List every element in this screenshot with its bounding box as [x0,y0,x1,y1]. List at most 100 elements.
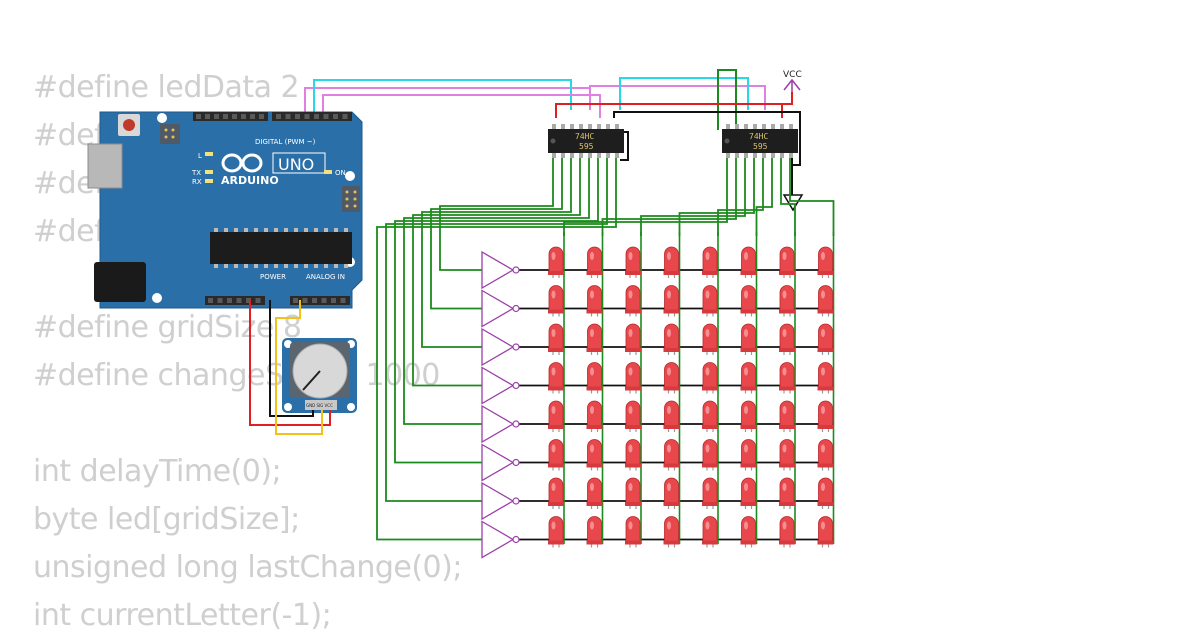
digital-header-left [193,112,268,121]
atmega-chip [210,232,352,264]
wire-daisy [717,69,737,130]
led [779,400,795,432]
wire-data-2 [619,77,749,110]
inverter-gate [481,327,520,367]
led [663,323,680,355]
inverter-gate [481,404,520,444]
led [625,285,641,317]
led [663,246,680,278]
led [625,516,641,548]
led [817,477,834,509]
led [625,323,641,355]
tx-label: TX [191,169,201,177]
led [702,323,718,355]
vcc-symbol: VCC [783,70,802,92]
led [586,285,603,317]
digital-header-label: DIGITAL (PWM ~) [255,138,316,146]
signal-wires [304,69,801,195]
led [779,323,795,355]
led [702,400,718,432]
led [817,246,834,278]
on-label: ON [335,169,346,177]
led [779,477,795,509]
led [740,477,757,509]
analog-label: ANALOG IN [306,273,345,281]
led [586,323,603,355]
svg-text:595: 595 [753,142,768,151]
power-header [205,296,265,305]
code-line: unsigned long lastChange(0); [33,550,462,585]
led [548,516,564,548]
led [817,323,834,355]
wire-gnd-bus [613,111,801,166]
svg-text:VCC: VCC [783,70,802,80]
inverter-gate [481,289,520,328]
inverter-gate [481,366,520,405]
arduino-brand: ARDUINO [221,174,279,187]
led [702,362,718,394]
inverter-gate [481,520,520,559]
led [663,477,680,509]
svg-text:GND SIG VCC: GND SIG VCC [306,403,333,408]
code-line: #define ledData 2 [33,70,300,105]
led [740,362,757,394]
mount-hole [157,113,167,123]
led [586,477,603,509]
led [625,362,641,394]
led [702,285,718,317]
led [586,516,603,548]
led [625,246,641,278]
inverter-gate [481,443,520,482]
code-snippet: #define ledData 2#define#define#define#d… [33,64,462,640]
led [548,362,564,394]
svg-text:595: 595 [579,142,594,151]
led [740,323,757,355]
led [702,439,718,471]
led [586,362,603,394]
led-matrix [548,246,834,548]
led [779,516,795,548]
uno-label: UNO [278,155,314,174]
led [586,439,603,471]
inverter-gate [481,250,520,290]
code-line: byte led[gridSize]; [33,502,300,537]
wire-latch-2 [589,85,766,110]
led [625,400,641,432]
led [663,400,680,432]
l-label: L [198,152,202,160]
led [548,246,564,278]
svg-text:74HC: 74HC [575,132,594,141]
led [548,400,564,432]
led [625,477,641,509]
code-line: int currentLetter(-1); [33,598,332,633]
led [586,400,603,432]
arduino-uno-board: ARDUINO UNO DIGITAL (PWM ~) POWER ANALOG… [87,111,363,309]
potentiometer-wires [249,300,331,435]
led [817,400,834,432]
analog-header [290,296,350,305]
led [702,246,718,278]
led [548,285,564,317]
potentiometer-module: GND SIG VCC [282,338,357,413]
led [663,362,680,394]
led [548,323,564,355]
led [779,246,795,278]
led [702,477,718,509]
inverter-gate [481,481,520,521]
led [663,439,680,471]
wire-vcc [782,92,793,105]
digital-header-right [272,112,352,121]
gnd-symbol [782,194,804,212]
led [740,400,757,432]
wire-clock [322,94,601,118]
led [779,285,795,317]
led [740,285,757,317]
led [548,439,564,471]
led [548,477,564,509]
power-jack [94,262,146,302]
led [817,362,834,394]
led [586,246,603,278]
